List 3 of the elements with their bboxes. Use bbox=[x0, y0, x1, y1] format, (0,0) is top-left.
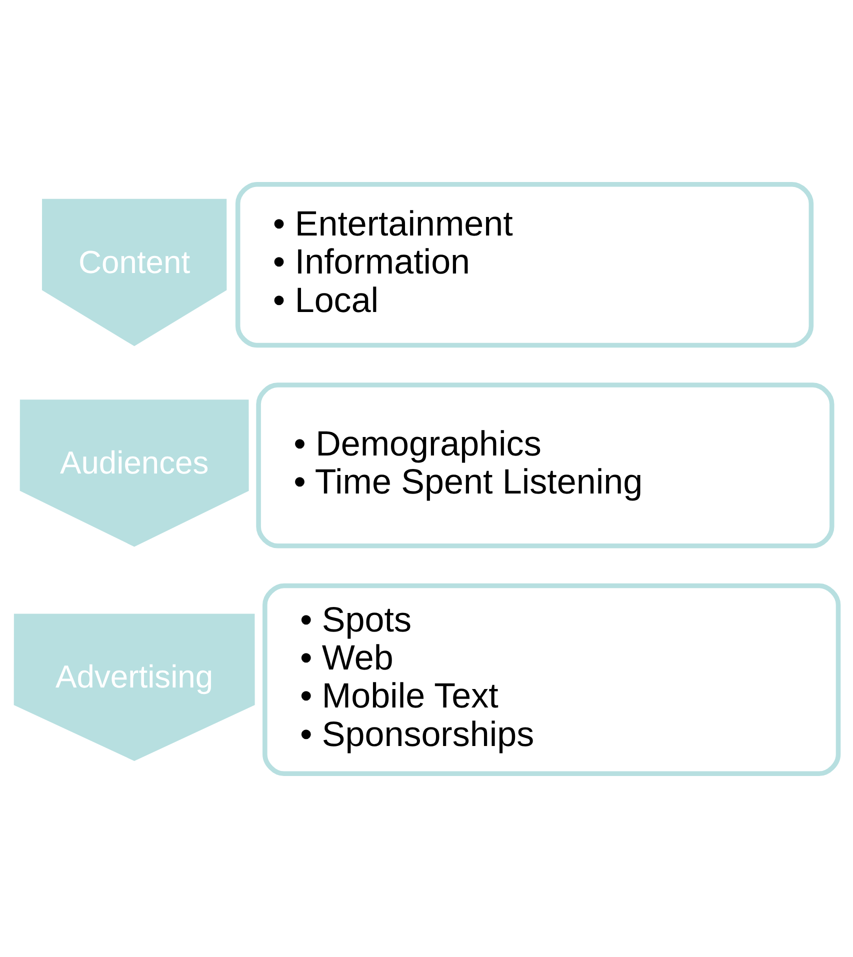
node-box: • Demographics • Time Spent Listening bbox=[256, 382, 834, 548]
node-box: • Spots • Web • Mobile Text • Sponsorships bbox=[262, 582, 841, 776]
node-box: • Entertainment • Information • Local bbox=[235, 181, 814, 348]
